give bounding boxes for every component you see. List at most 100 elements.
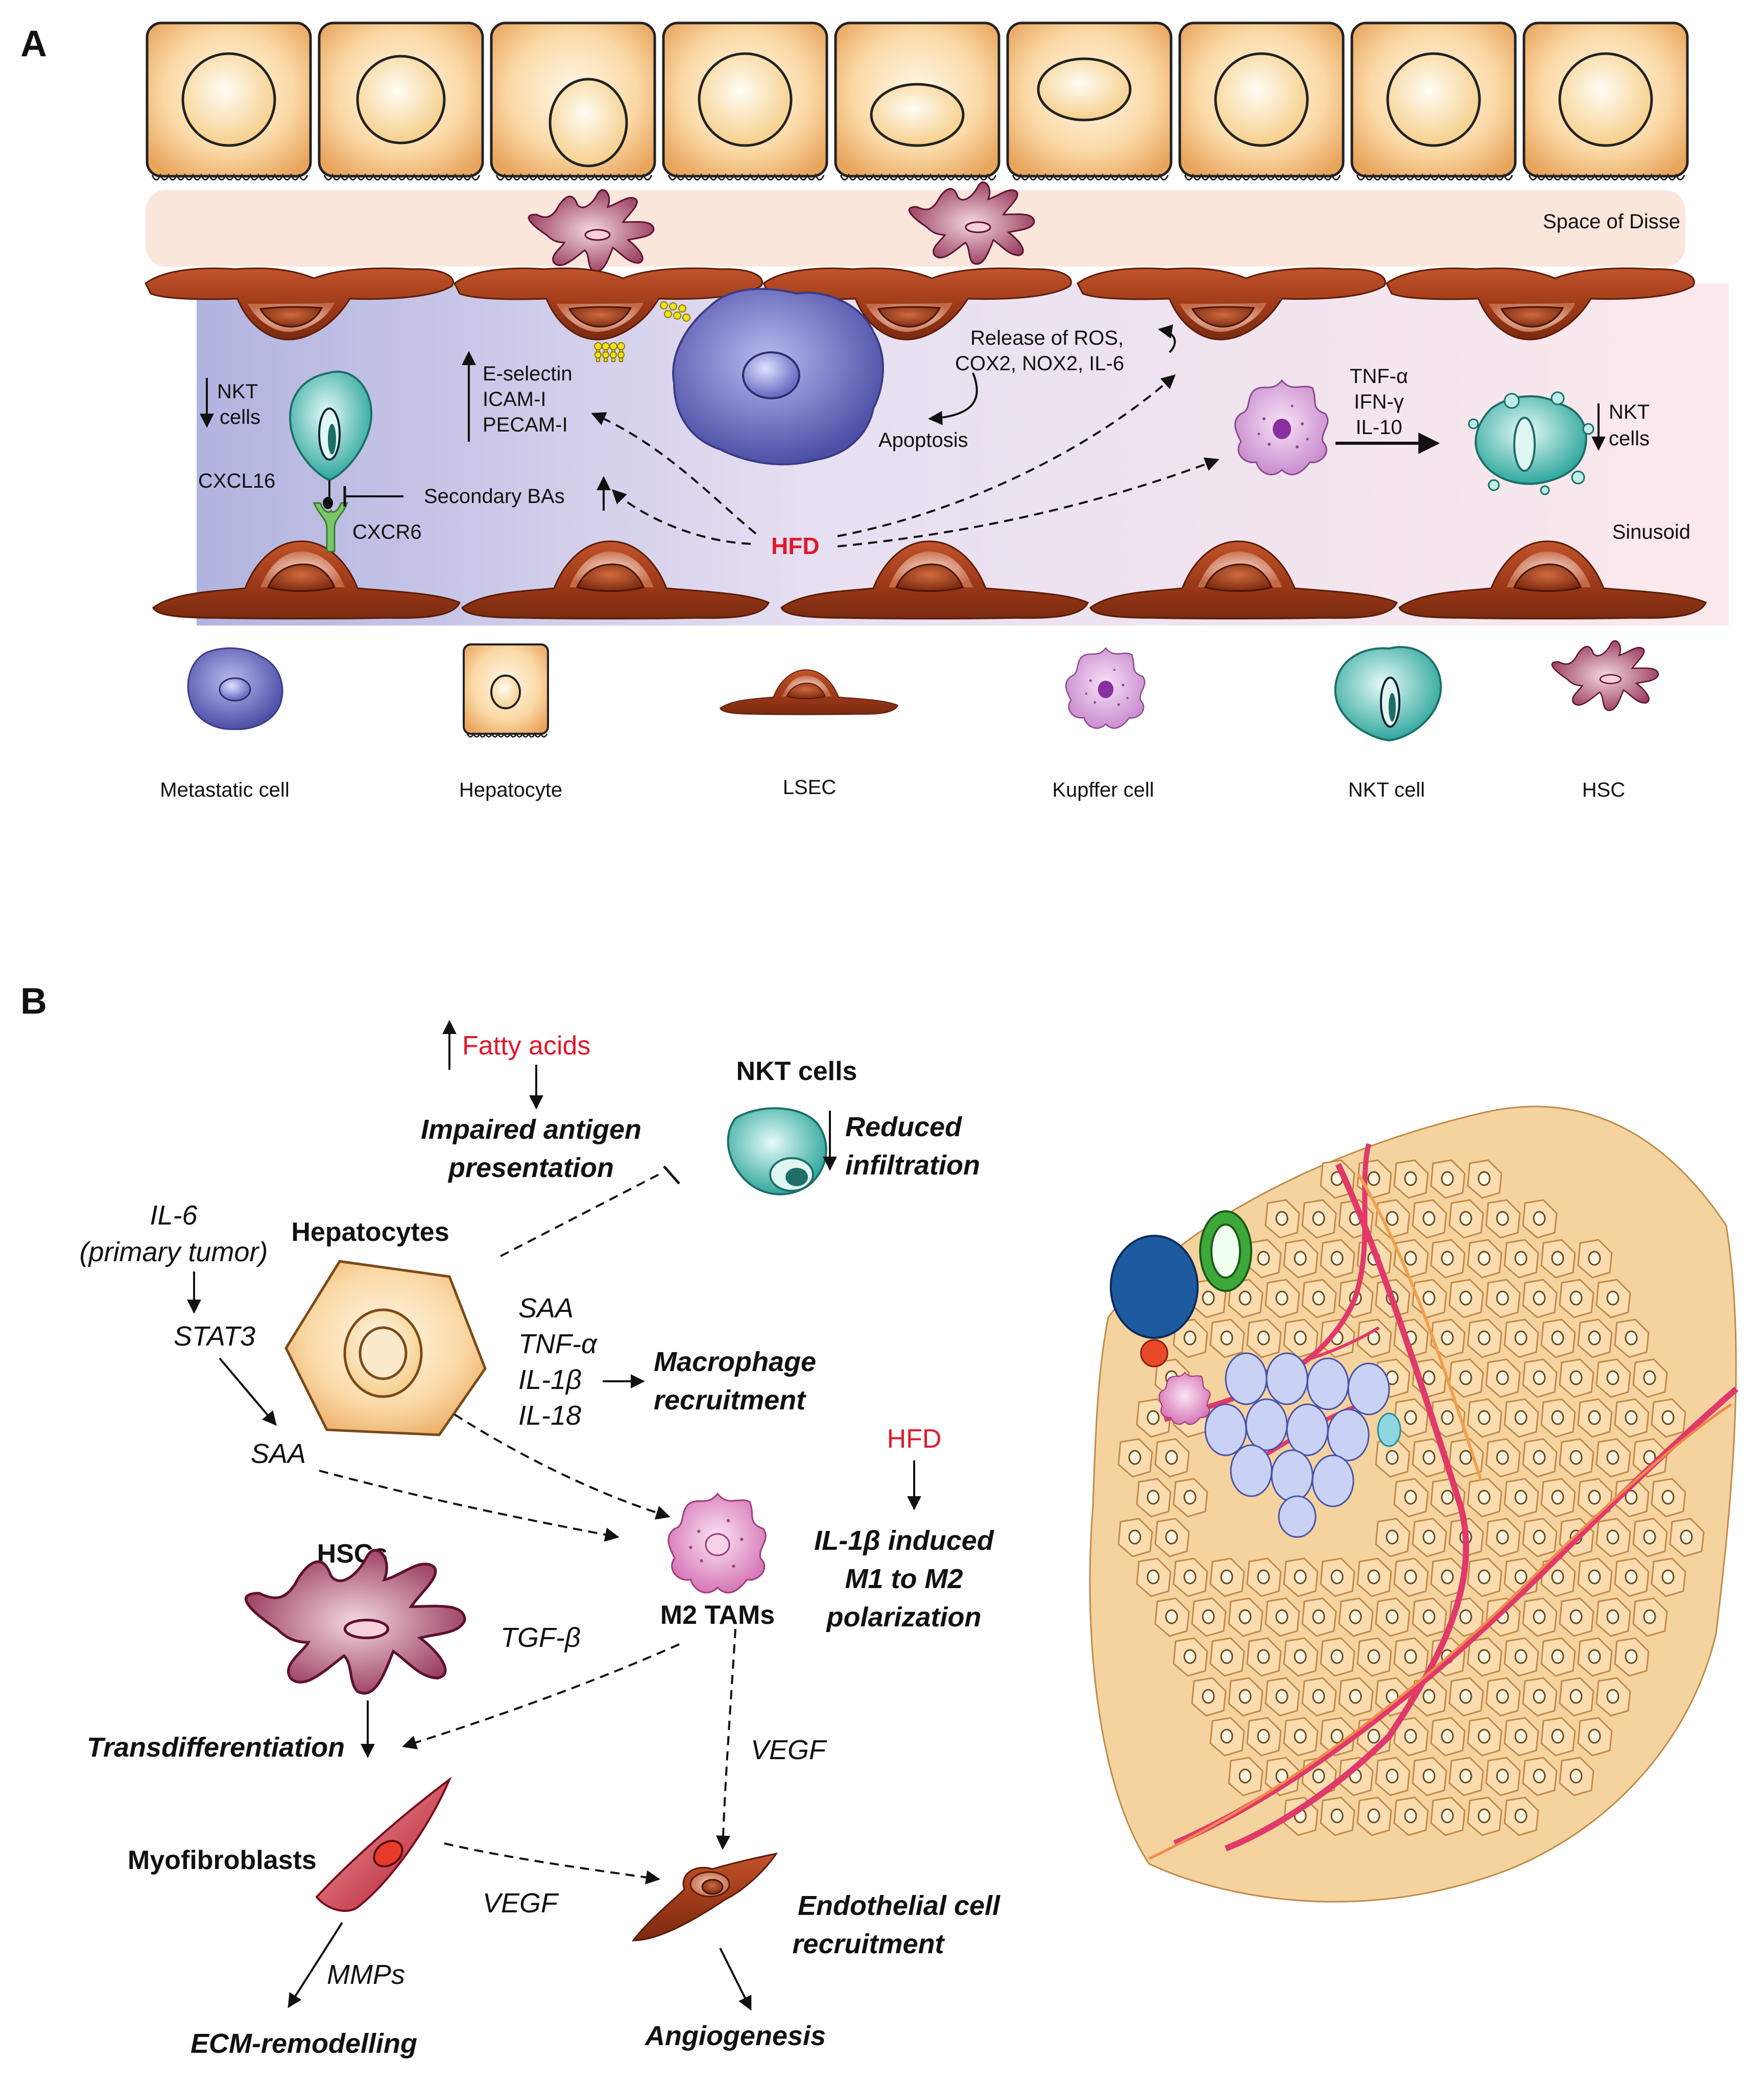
endothelial-label-1: Endothelial cell — [798, 1890, 1000, 1921]
reduced-label-1: Reduced — [845, 1112, 962, 1142]
hepatocyte-b-icon — [284, 1260, 487, 1436]
legend-nkt-icon — [1334, 646, 1442, 742]
m2-to-transdiff-arrow — [402, 1643, 680, 1749]
legend-kupffer-icon — [1065, 647, 1146, 729]
hepatocyte-to-nkt-dashed — [500, 1173, 659, 1257]
vessel-5 — [1148, 1403, 1732, 1860]
hfd-label-a: HFD — [771, 533, 820, 559]
impaired-label-1: Impaired antigen — [421, 1114, 641, 1145]
legend-lsec-icon — [720, 669, 898, 715]
legend-hepatocyte-icon — [463, 643, 549, 738]
mediator-tnf: TNF-α — [518, 1329, 598, 1359]
nkt-cells-title: NKT cells — [736, 1057, 857, 1086]
myo-to-endothelial-arrow — [444, 1842, 660, 1885]
legend-hsc-label: HSC — [1582, 779, 1625, 801]
tumor-cluster — [1204, 1352, 1390, 1538]
cytokine-label-3: IL-10 — [1355, 416, 1402, 439]
il6-label: IL-6 — [150, 1200, 198, 1231]
space-of-disse-label: Space of Disse — [1543, 210, 1680, 233]
hfd-to-kupffer-arrow — [837, 457, 1220, 547]
small-nkt-cell — [1377, 1412, 1401, 1447]
sinusoid-label: Sinusoid — [1612, 521, 1690, 543]
vessel-2 — [1224, 1163, 1469, 1852]
vegf-2-label: VEGF — [483, 1888, 559, 1918]
release-arrow — [1158, 324, 1176, 353]
hepatocytes-title: Hepatocytes — [291, 1217, 449, 1247]
hfd-to-bas-arrow — [612, 489, 751, 545]
adhesion-label-3: PECAM-I — [483, 414, 568, 436]
fatty-acids-label: Fatty acids — [462, 1031, 590, 1061]
nkt-down-label: NKT — [217, 380, 258, 403]
saa-to-m2-arrow — [319, 1470, 619, 1542]
tumor-microenvironment-illustration — [1089, 1106, 1738, 1903]
nkt-cell-b-icon — [727, 1107, 827, 1195]
legend-metastatic-cell-icon — [187, 647, 283, 730]
transdiff-label: Transdifferentiation — [87, 1732, 345, 1763]
mmps-label: MMPs — [327, 1959, 405, 1990]
polarization-label-3: polarization — [825, 1602, 981, 1633]
hfd-to-adhesion-arrow — [591, 412, 757, 535]
saa-left-label: SAA — [251, 1438, 306, 1469]
nkt-down-label-2: cells — [220, 406, 260, 428]
hepatocyte-row — [147, 23, 1687, 180]
ecm-label: ECM-remodelling — [190, 2028, 417, 2059]
vegf-1-label: VEGF — [751, 1735, 827, 1765]
cxcl16-label: CXCL16 — [198, 470, 275, 492]
endothelial-to-angiogenesis-arrow — [719, 1948, 752, 2011]
nkt-right-label: NKT — [1609, 401, 1650, 423]
myo-to-ecm-arrow — [288, 1922, 343, 2008]
release-label-1: Release of ROS, — [970, 327, 1124, 349]
nkt-right-label-2: cells — [1609, 427, 1650, 450]
impaired-label-2: presentation — [447, 1153, 614, 1183]
small-m2-cell — [1158, 1371, 1211, 1425]
macrophage-label-1: Macrophage — [654, 1347, 816, 1377]
m2-tams-label: M2 TAMs — [660, 1600, 775, 1630]
hfd-to-release-arrow — [837, 374, 1176, 537]
nkt-cell-left — [289, 371, 373, 509]
legend-kupffer-label: Kupffer cell — [1052, 779, 1154, 801]
m2-tam-icon — [668, 1492, 767, 1594]
hfd-label-b: HFD — [887, 1424, 942, 1454]
mediator-il1b: IL-1β — [518, 1364, 582, 1395]
red-cell — [1140, 1339, 1169, 1368]
selectin-receptors — [594, 301, 690, 362]
vessel-3 — [1357, 1173, 1483, 1481]
vessel-4 — [1173, 1386, 1738, 1846]
cytokine-label-2: IFN-γ — [1354, 391, 1404, 413]
panel-b-letter: B — [20, 981, 47, 1022]
nkt-cell-apoptotic — [1468, 391, 1594, 495]
polarization-label-2: M1 to M2 — [845, 1564, 963, 1594]
panel-a-letter: A — [20, 23, 47, 64]
cxcr6-receptor — [313, 502, 349, 553]
vessel-1 — [1163, 1143, 1371, 1422]
legend-nkt-label: NKT cell — [1348, 779, 1425, 801]
adhesion-label-1: E-selectin — [483, 363, 573, 385]
hsc-b-icon — [246, 1550, 465, 1693]
adhesion-label-2: ICAM-I — [483, 388, 546, 411]
legend-hsc-icon — [1551, 640, 1659, 711]
tgfb-label: TGF-β — [500, 1622, 581, 1653]
m2-to-endothelial-arrow — [716, 1628, 736, 1850]
cxcr6-label: CXCR6 — [352, 521, 422, 543]
legend-metastatic-label: Metastatic cell — [160, 779, 289, 801]
hepatocyte-to-m2-arrow — [454, 1413, 671, 1520]
cytokine-label-1: TNF-α — [1350, 365, 1408, 388]
blue-cell — [1110, 1235, 1199, 1339]
stat3-label: STAT3 — [174, 1321, 255, 1352]
legend-lsec-label: LSEC — [783, 776, 837, 799]
hepatocyte-to-nkt-bar — [663, 1165, 680, 1185]
reduced-label-2: infiltration — [845, 1150, 980, 1181]
myofibroblasts-title: Myofibroblasts — [128, 1845, 317, 1875]
myofibroblast-icon — [315, 1776, 452, 1912]
stat3-to-saa-arrow — [219, 1357, 277, 1426]
primary-tumor-label: (primary tumor) — [79, 1237, 268, 1267]
apoptosis-label: Apoptosis — [878, 429, 968, 451]
apoptosis-arrow — [928, 372, 978, 425]
macrophage-label-2: recruitment — [654, 1385, 806, 1416]
metastatic-cell-large — [672, 287, 884, 466]
endothelial-label-2: recruitment — [792, 1929, 945, 1959]
release-label-2: COX2, NOX2, IL-6 — [955, 352, 1124, 375]
mediator-il18: IL-18 — [518, 1400, 581, 1431]
space-of-disse-band — [146, 190, 1685, 267]
